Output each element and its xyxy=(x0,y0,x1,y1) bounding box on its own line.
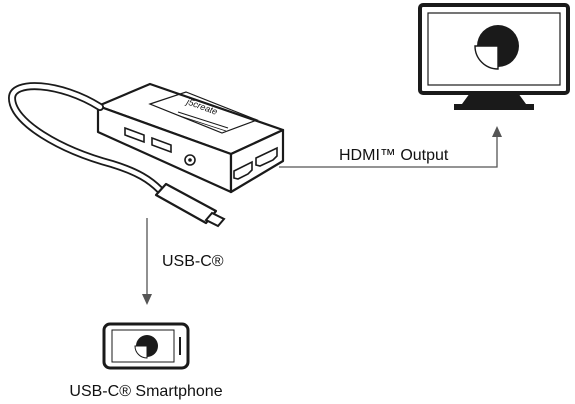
usb-a-port-1 xyxy=(124,126,145,144)
usb-c-hdmi-adapter-icon: j5create xyxy=(96,82,285,194)
usb-a-port-2 xyxy=(151,136,172,154)
usb-c-label: USB-C® xyxy=(162,253,224,270)
screen-mirror-icon xyxy=(474,25,519,70)
smartphone-label: USB-C® Smartphone xyxy=(69,383,222,400)
hdmi-output-label: HDMI™ Output xyxy=(339,147,449,164)
hdmi-port-2 xyxy=(255,146,278,167)
hdmi-port-1 xyxy=(233,160,253,180)
usb-c-arrow xyxy=(142,218,152,305)
smartphone-icon xyxy=(102,322,190,370)
usb-c-cable xyxy=(7,82,226,228)
hdmi-output-arrow xyxy=(279,126,502,168)
monitor-icon xyxy=(418,3,570,110)
